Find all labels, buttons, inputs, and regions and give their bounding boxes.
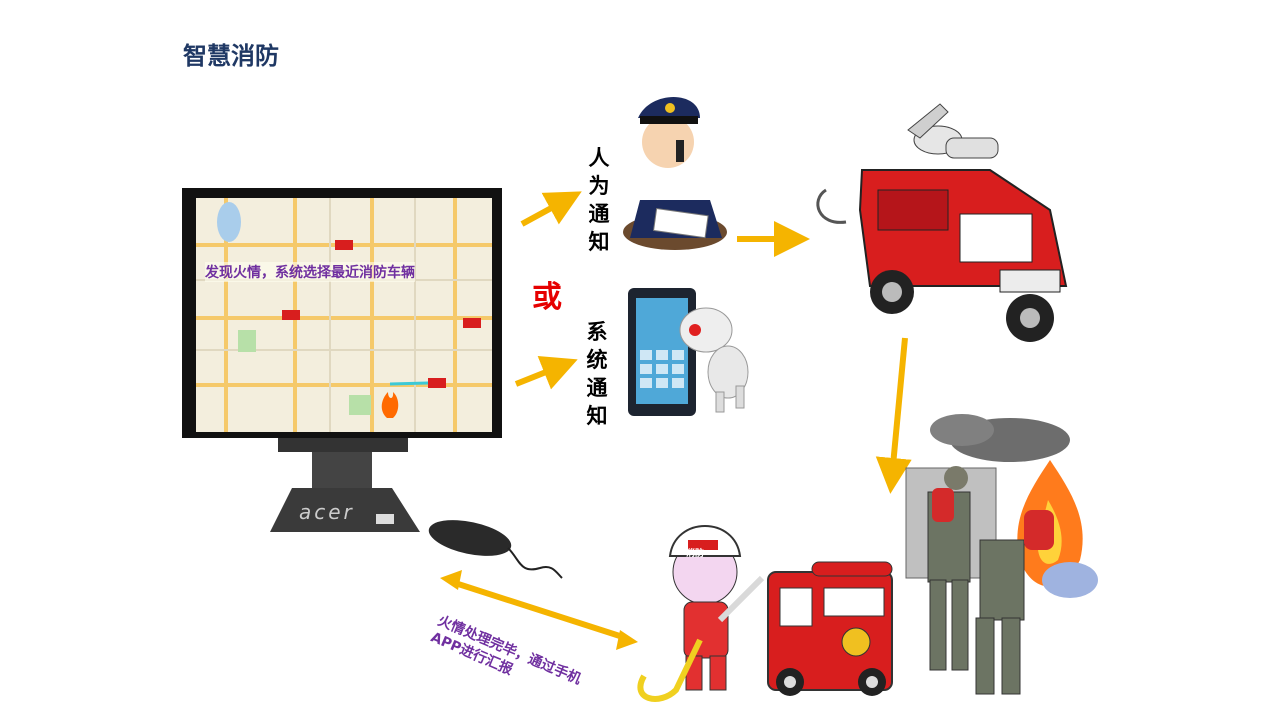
helmet-text: 消防 [686, 549, 705, 559]
monitor [182, 188, 502, 532]
map-truck-icon [463, 318, 481, 328]
fire-truck-illustration [816, 103, 1068, 342]
map-caption: 发现火情，系统选择最近消防车辆 [205, 262, 415, 282]
map-truck-icon [335, 240, 353, 250]
arrow-to-fire [875, 337, 912, 494]
human-notice-label: 人 为 通 知 [588, 146, 610, 254]
map-lake [217, 202, 241, 242]
monitor-brand-logo: acer [299, 500, 355, 524]
firefighters-at-fire-illustration [905, 414, 1098, 695]
page-title: 智慧消防 [183, 42, 279, 70]
monitor-neck [312, 452, 372, 488]
arrow-to-human [520, 191, 582, 227]
tablet-robot-illustration [628, 288, 749, 416]
map-screen [196, 198, 492, 432]
map-truck-icon [428, 378, 446, 388]
flow-arrows [514, 191, 912, 494]
small-fire-truck-illustration [767, 561, 893, 696]
firefighter-illustration [637, 525, 765, 702]
report-double-arrow [440, 570, 638, 650]
arrow-to-system [514, 355, 578, 390]
system-notice-label: 系 统 通 知 [586, 320, 608, 428]
fire-icon [381, 392, 399, 418]
mouse-icon [428, 520, 563, 579]
or-label: 或 [532, 280, 562, 315]
map-truck-icon [282, 310, 300, 320]
police-operator-illustration [623, 97, 727, 250]
